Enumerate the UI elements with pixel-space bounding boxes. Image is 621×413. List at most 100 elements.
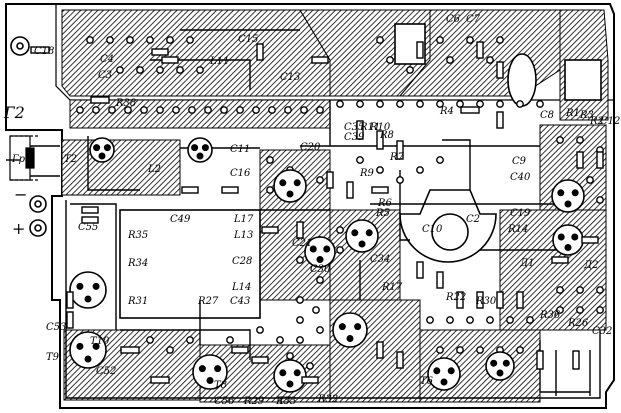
label-c10: C10	[422, 224, 443, 235]
label-c49: C49	[170, 214, 191, 225]
solder-pad	[426, 316, 434, 324]
component	[151, 48, 169, 56]
transistor-body	[427, 357, 461, 391]
solder-pad	[196, 66, 204, 74]
component	[536, 350, 544, 370]
solder-pads	[76, 36, 604, 370]
component	[581, 236, 599, 244]
transistor-lead	[346, 335, 354, 342]
transistor-lead	[571, 189, 579, 197]
transistor-lead	[496, 369, 504, 377]
solder-pad	[556, 306, 564, 314]
solder-pad	[596, 196, 604, 204]
label-c2: C2	[466, 214, 480, 225]
solder-pad	[336, 100, 344, 108]
solder-pad	[556, 136, 564, 144]
solder-pad	[536, 100, 544, 108]
solder-pad	[416, 100, 424, 108]
transistor-lead	[293, 179, 301, 187]
label-r36: R36	[539, 310, 561, 321]
solder-pad	[252, 106, 260, 114]
component	[161, 56, 179, 64]
label-c9: C9	[512, 156, 527, 167]
transistor-lead	[196, 152, 204, 160]
component	[150, 376, 170, 384]
solder-pad	[456, 100, 464, 108]
solder-pad	[256, 326, 264, 334]
component	[221, 186, 239, 194]
transistor	[69, 331, 107, 369]
transistor-lead	[191, 144, 199, 152]
label-l2: L2	[147, 164, 161, 175]
transistor-lead	[447, 367, 455, 375]
solder-pad	[188, 106, 196, 114]
solder-pad	[596, 286, 604, 294]
label-minus: −	[14, 185, 27, 204]
component	[516, 291, 524, 309]
label-gr: Гр	[11, 154, 26, 165]
label-c35: C35	[344, 122, 364, 133]
solder-pad	[296, 316, 304, 324]
label-c56: C56	[214, 396, 235, 407]
solder-pad	[306, 362, 314, 370]
transistor-lead	[433, 367, 441, 375]
transistor-lead	[440, 378, 448, 386]
component	[256, 43, 264, 61]
solder-pad	[108, 106, 116, 114]
solder-pad	[106, 36, 114, 44]
label-c52: C52	[96, 366, 116, 377]
solder-pad	[86, 36, 94, 44]
transistor-lead	[502, 359, 510, 367]
solder-pad	[296, 256, 304, 264]
label-c40: C40	[510, 172, 531, 183]
label-c3: C3	[98, 70, 112, 81]
label-c20: C20	[300, 142, 321, 153]
solder-pad	[526, 316, 534, 324]
solder-pad	[146, 336, 154, 344]
label-r7: R7	[389, 152, 405, 163]
label-l17: L17	[233, 214, 254, 225]
solder-pad	[466, 36, 474, 44]
label-c43: C43	[230, 296, 250, 307]
solder-pad	[296, 336, 304, 344]
label-c13: C13	[280, 72, 300, 83]
component	[596, 151, 604, 169]
transistor-lead	[214, 365, 222, 373]
solder-pad	[226, 336, 234, 344]
solder-pad	[476, 100, 484, 108]
solder-pad	[436, 100, 444, 108]
transistor	[427, 357, 461, 391]
label-c7: C7	[466, 14, 481, 25]
transistor-lead	[490, 359, 498, 367]
solder-pad	[316, 276, 324, 284]
solder-pad	[486, 56, 494, 64]
solder-pad	[284, 106, 292, 114]
label-r2: R2	[589, 116, 604, 127]
solder-pad	[316, 176, 324, 184]
component	[416, 41, 424, 59]
solder-pad	[276, 336, 284, 344]
component	[356, 120, 364, 140]
component	[30, 46, 50, 54]
component	[376, 130, 384, 150]
label-r4: R4	[439, 106, 454, 117]
solder-pad	[140, 106, 148, 114]
component	[231, 346, 249, 354]
component	[576, 151, 584, 169]
label-c53: C53	[46, 322, 66, 333]
solder-pad	[446, 56, 454, 64]
label-t9: T9	[46, 352, 60, 363]
label-r30: R30	[475, 296, 497, 307]
label-l11: L11	[209, 56, 229, 67]
label-d2: Д2	[583, 260, 599, 271]
transistor-lead	[198, 365, 206, 373]
solder-pad	[456, 346, 464, 354]
solder-pad	[506, 316, 514, 324]
transistor-body	[192, 354, 228, 390]
transistor-body	[69, 271, 107, 309]
solder-pad	[156, 106, 164, 114]
solder-pad	[176, 66, 184, 74]
solder-pad	[296, 296, 304, 304]
label-r34: R34	[127, 258, 148, 269]
